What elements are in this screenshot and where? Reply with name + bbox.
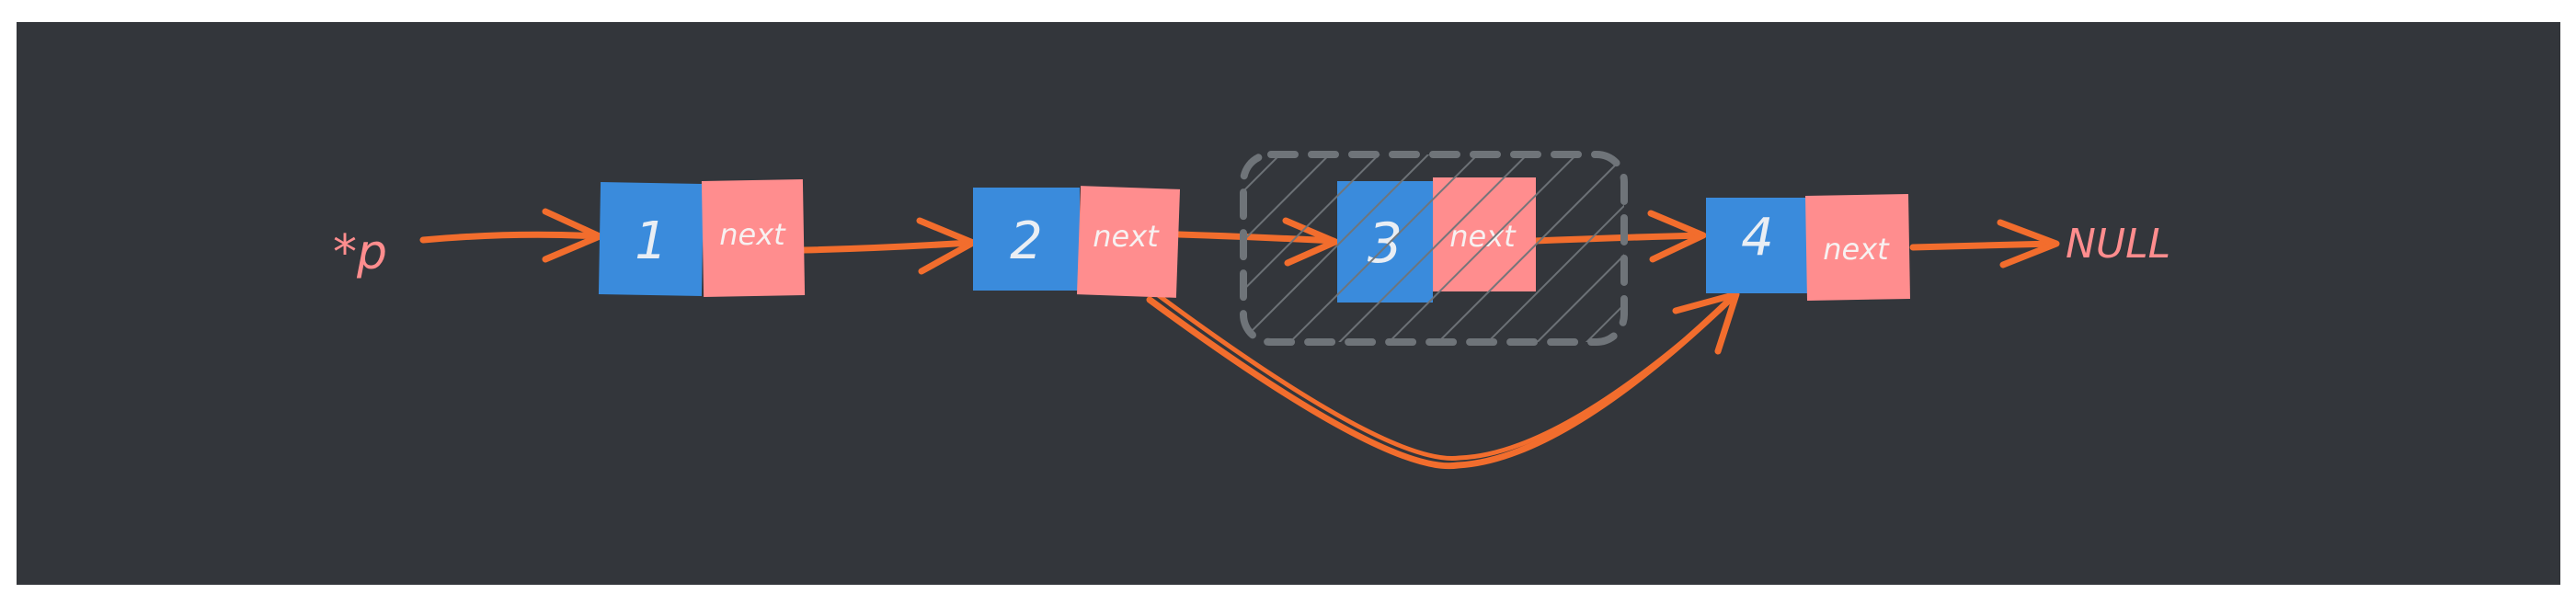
arrowhead-node4: [1647, 210, 1707, 263]
node-1-next-label: next: [719, 217, 786, 252]
pointer-label: *p: [333, 225, 387, 280]
node-2-next-box: [1076, 186, 1181, 298]
pointer-arrow: [419, 231, 601, 244]
bypass-arrow-stroke2: [1154, 291, 1732, 462]
null-label: NULL: [2066, 221, 2170, 268]
arrow-node4-null: [1909, 240, 2057, 251]
node-4: 4 next: [1706, 194, 1910, 301]
removed-hatch: [1243, 154, 1624, 342]
node-4-value: 4: [1741, 208, 1774, 268]
bypass-arrow: [1146, 292, 1737, 470]
node-4-value-box: [1706, 198, 1809, 293]
removed-outline: [1240, 151, 1628, 346]
node-2-value-box: [973, 188, 1080, 291]
arrow-node1-node2: [800, 239, 974, 254]
pointer-arrowhead: [542, 208, 603, 263]
node-1: 1 next: [598, 179, 806, 297]
bypass-arrowhead: [1672, 291, 1740, 355]
node-2-value: 2: [1010, 211, 1043, 271]
node-4-next-box: [1805, 194, 1910, 301]
arrows: [419, 208, 2060, 470]
node-1-next-box: [701, 179, 806, 297]
node-1-value-box: [598, 182, 704, 296]
node-3-removed: 3 next: [1240, 151, 1628, 346]
node-2: 2 next: [973, 186, 1181, 298]
node-1-value: 1: [635, 211, 668, 271]
node-2-next-label: next: [1093, 219, 1160, 254]
node-4-next-label: next: [1823, 232, 1890, 267]
arrowhead-null: [1997, 219, 2060, 268]
